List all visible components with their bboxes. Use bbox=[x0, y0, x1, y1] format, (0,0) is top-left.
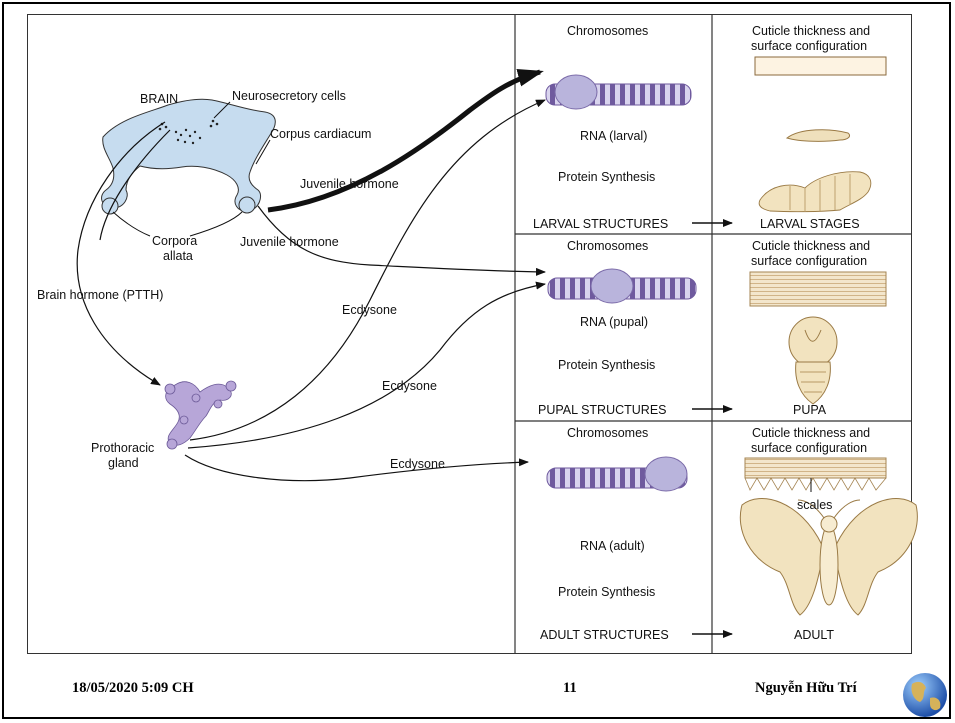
stage2-cuticle-line1: Cuticle thickness and bbox=[752, 239, 870, 253]
stage2-cuticle-line2: surface configuration bbox=[751, 254, 867, 268]
footer-author: Nguyễn Hữu Trí bbox=[755, 680, 857, 697]
label-scales: scales bbox=[797, 498, 832, 512]
label-brain: BRAIN bbox=[140, 92, 178, 106]
stage3-protein: Protein Synthesis bbox=[558, 585, 655, 599]
stage3-structures: ADULT STRUCTURES bbox=[540, 628, 669, 642]
label-prothoracic: Prothoracic bbox=[91, 441, 154, 455]
cuticle-adult bbox=[745, 458, 886, 492]
small-larva-illustration bbox=[787, 130, 850, 142]
footer-page-number: 11 bbox=[563, 680, 577, 697]
stage2-protein: Protein Synthesis bbox=[558, 358, 655, 372]
stage2-rna: RNA (pupal) bbox=[580, 315, 648, 329]
corpora-allata-pointer-right bbox=[190, 212, 242, 236]
chromosome-adult bbox=[547, 457, 687, 491]
stage3-rna: RNA (adult) bbox=[580, 539, 645, 553]
moth-illustration bbox=[740, 498, 917, 615]
label-ecdysone-2: Ecdysone bbox=[382, 379, 437, 393]
stage1-chromosomes: Chromosomes bbox=[567, 24, 648, 38]
stage1-cuticle-line1: Cuticle thickness and bbox=[752, 24, 870, 38]
globe-icon bbox=[900, 670, 950, 720]
label-juvenile-hormone-2: Juvenile hormone bbox=[240, 235, 339, 249]
stage1-rna: RNA (larval) bbox=[580, 129, 647, 143]
stage2-label: PUPA bbox=[793, 403, 827, 417]
label-juvenile-hormone-1: Juvenile hormone bbox=[300, 177, 399, 191]
stage2-chromosomes: Chromosomes bbox=[567, 239, 648, 253]
brain-illustration bbox=[102, 99, 276, 214]
label-ecdysone-1: Ecdysone bbox=[342, 303, 397, 317]
stage1-label: LARVAL STAGES bbox=[760, 217, 860, 231]
label-gland: gland bbox=[108, 456, 139, 470]
stage1-structures: LARVAL STRUCTURES bbox=[533, 217, 668, 231]
stage3-chromosomes: Chromosomes bbox=[567, 426, 648, 440]
stage3-cuticle-line2: surface configuration bbox=[751, 441, 867, 455]
cuticle-pupal bbox=[750, 272, 886, 306]
label-ecdysone-3: Ecdysone bbox=[390, 457, 445, 471]
footer-date: 18/05/2020 5:09 CH bbox=[72, 680, 194, 697]
pupa-illustration bbox=[789, 317, 837, 404]
cuticle-larval bbox=[755, 57, 886, 75]
chromosome-pupal bbox=[548, 269, 696, 303]
corpora-allata-pointer-left bbox=[113, 212, 150, 236]
stage1-cuticle-line2: surface configuration bbox=[751, 39, 867, 53]
chromosome-larval bbox=[546, 75, 691, 109]
stage1-protein: Protein Synthesis bbox=[558, 170, 655, 184]
label-brain-hormone: Brain hormone (PTTH) bbox=[37, 288, 163, 302]
label-allata: allata bbox=[163, 249, 193, 263]
label-corpus-cardiacum: Corpus cardiacum bbox=[270, 127, 371, 141]
caterpillar-illustration bbox=[759, 172, 871, 212]
stage3-cuticle-line1: Cuticle thickness and bbox=[752, 426, 870, 440]
label-corpora: Corpora bbox=[152, 234, 197, 248]
stage2-structures: PUPAL STRUCTURES bbox=[538, 403, 667, 417]
stage3-label: ADULT bbox=[794, 628, 834, 642]
label-neurosecretory-cells: Neurosecretory cells bbox=[232, 89, 346, 103]
